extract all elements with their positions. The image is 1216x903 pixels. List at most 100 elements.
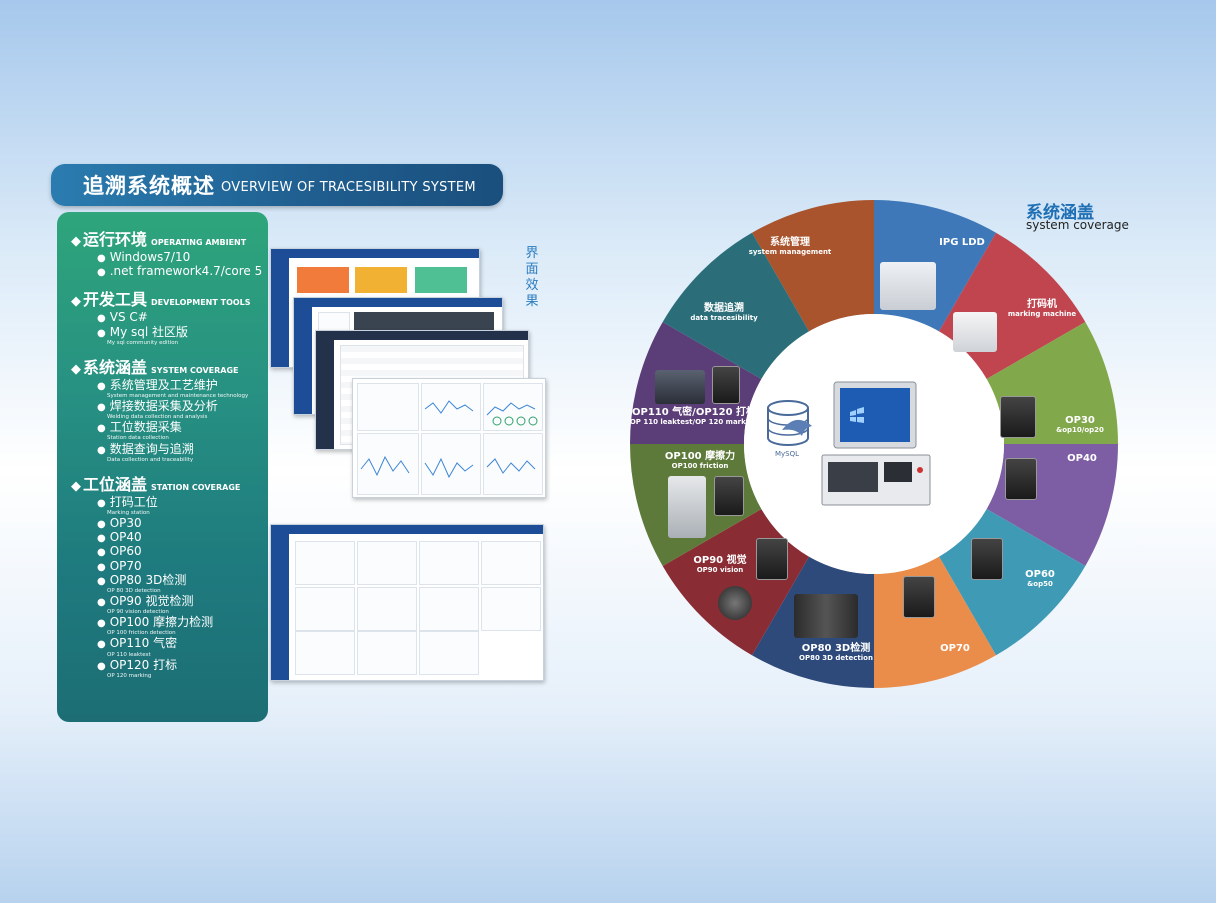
segment-label-cn: OP80 3D检测	[801, 643, 871, 654]
wheel-segment	[662, 232, 809, 379]
title-en: OVERVIEW OF TRACESIBILITY SYSTEM	[221, 179, 476, 195]
bullet-icon: ●	[97, 660, 106, 672]
item-subtext: OP 110 leaktest	[107, 651, 151, 658]
op90-controller-image	[756, 538, 788, 580]
chart-lines	[360, 400, 538, 479]
section-title-cn: 运行环境	[83, 230, 148, 249]
segment-label-en: OP100 friction	[671, 461, 729, 470]
section-title-en: SYSTEM COVERAGE	[151, 365, 239, 375]
op110-device-image	[655, 370, 705, 404]
segment-label: OP60&op50	[970, 569, 1110, 588]
op70-device-image	[903, 576, 935, 618]
item-subtext: Welding data collection and analysis	[107, 414, 208, 421]
item-text: OP120 打标	[109, 657, 178, 672]
item-subtext: OP 90 vision detection	[107, 609, 169, 616]
bullet-icon: ●	[97, 518, 106, 530]
interface-char: 界	[525, 246, 539, 261]
segment-label-en: OP90 vision	[696, 565, 744, 574]
segment-label-cn: 数据追溯	[704, 303, 744, 314]
segment-label: OP70	[885, 643, 1025, 655]
item-text: VS C#	[109, 310, 148, 325]
bullet-icon: ●	[97, 575, 106, 587]
title-cn: 追溯系统概述	[83, 174, 215, 198]
item-text: OP30	[109, 515, 142, 530]
diamond-icon: ◆	[71, 478, 81, 494]
item-subtext: Station data collection	[107, 435, 169, 442]
item-text: OP90 视觉检测	[109, 593, 194, 608]
interface-effect-label: 界 面 效 果	[522, 246, 542, 310]
bullet-icon: ●	[97, 423, 106, 435]
segment-label-en: data tracesibility	[690, 313, 758, 322]
bullet-icon: ●	[97, 253, 106, 264]
bullet-icon: ●	[97, 380, 106, 392]
item-subtext: OP 100 friction detection	[107, 630, 176, 637]
list-item: ●.net framework4.7/core 5	[97, 264, 268, 279]
marking-machine-image	[953, 312, 997, 352]
item-text: 打码工位	[109, 494, 158, 509]
item-text: OP70	[109, 558, 142, 573]
item-text: OP60	[109, 544, 142, 559]
item-subtext: OP 120 marking	[107, 672, 152, 679]
segment-label-en: OP 110 leaktest/OP 120 marking	[629, 417, 759, 426]
wheel-segment	[752, 200, 874, 332]
op120-controller-image	[712, 366, 740, 404]
op90-device-image	[718, 586, 752, 620]
segment-label-cn: OP70	[940, 643, 970, 654]
segment-label: OP40	[1012, 453, 1152, 465]
database-icon	[767, 400, 812, 446]
list-item: ●OP70	[97, 558, 268, 573]
industrial-pc-icon	[821, 381, 931, 506]
item-text: Windows7/10	[109, 250, 191, 264]
op80-device-image	[794, 594, 858, 638]
bullet-icon: ●	[97, 313, 106, 325]
diamond-icon: ◆	[71, 361, 81, 377]
interface-char: 果	[525, 294, 539, 309]
segment-label-cn: IPG LDD	[939, 237, 985, 248]
segment-label: OP30&op10/op20	[1010, 415, 1150, 434]
bullet-icon: ●	[97, 327, 106, 339]
segment-label-cn: OP40	[1067, 453, 1097, 464]
section-title-en: DEVELOPMENT TOOLS	[151, 298, 251, 308]
item-text: 焊接数据采集及分析	[109, 399, 218, 414]
section-title-cn: 系统涵盖	[83, 357, 148, 377]
bullet-icon: ●	[97, 596, 106, 608]
coverage-subtitle: system coverage	[1026, 218, 1129, 232]
segment-label-cn: 系统管理	[770, 237, 810, 248]
coverage-title: 系统涵盖	[1026, 203, 1094, 223]
item-text: OP80 3D检测	[109, 572, 187, 587]
item-text: .net framework4.7/core 5	[109, 264, 263, 279]
op100-device-image	[668, 476, 706, 538]
item-text: 数据查询与追溯	[109, 441, 194, 456]
list-item: ●Windows7/10	[97, 250, 268, 264]
item-subtext: OP 80 3D detection	[107, 587, 161, 594]
segment-label: IPG LDD	[892, 237, 1032, 249]
segment-label-en: OP80 3D detection	[799, 653, 873, 662]
section-title-cn: 工位涵盖	[83, 474, 148, 494]
bullet-icon: ●	[97, 402, 106, 414]
op40-device-image	[1005, 458, 1037, 500]
bullet-icon: ●	[97, 444, 106, 456]
item-text: OP110 气密	[109, 636, 178, 651]
segment-label-cn: 打码机	[1027, 299, 1057, 310]
list-item: ●VS C#	[97, 310, 268, 325]
item-subtext: Marking station	[107, 509, 150, 516]
